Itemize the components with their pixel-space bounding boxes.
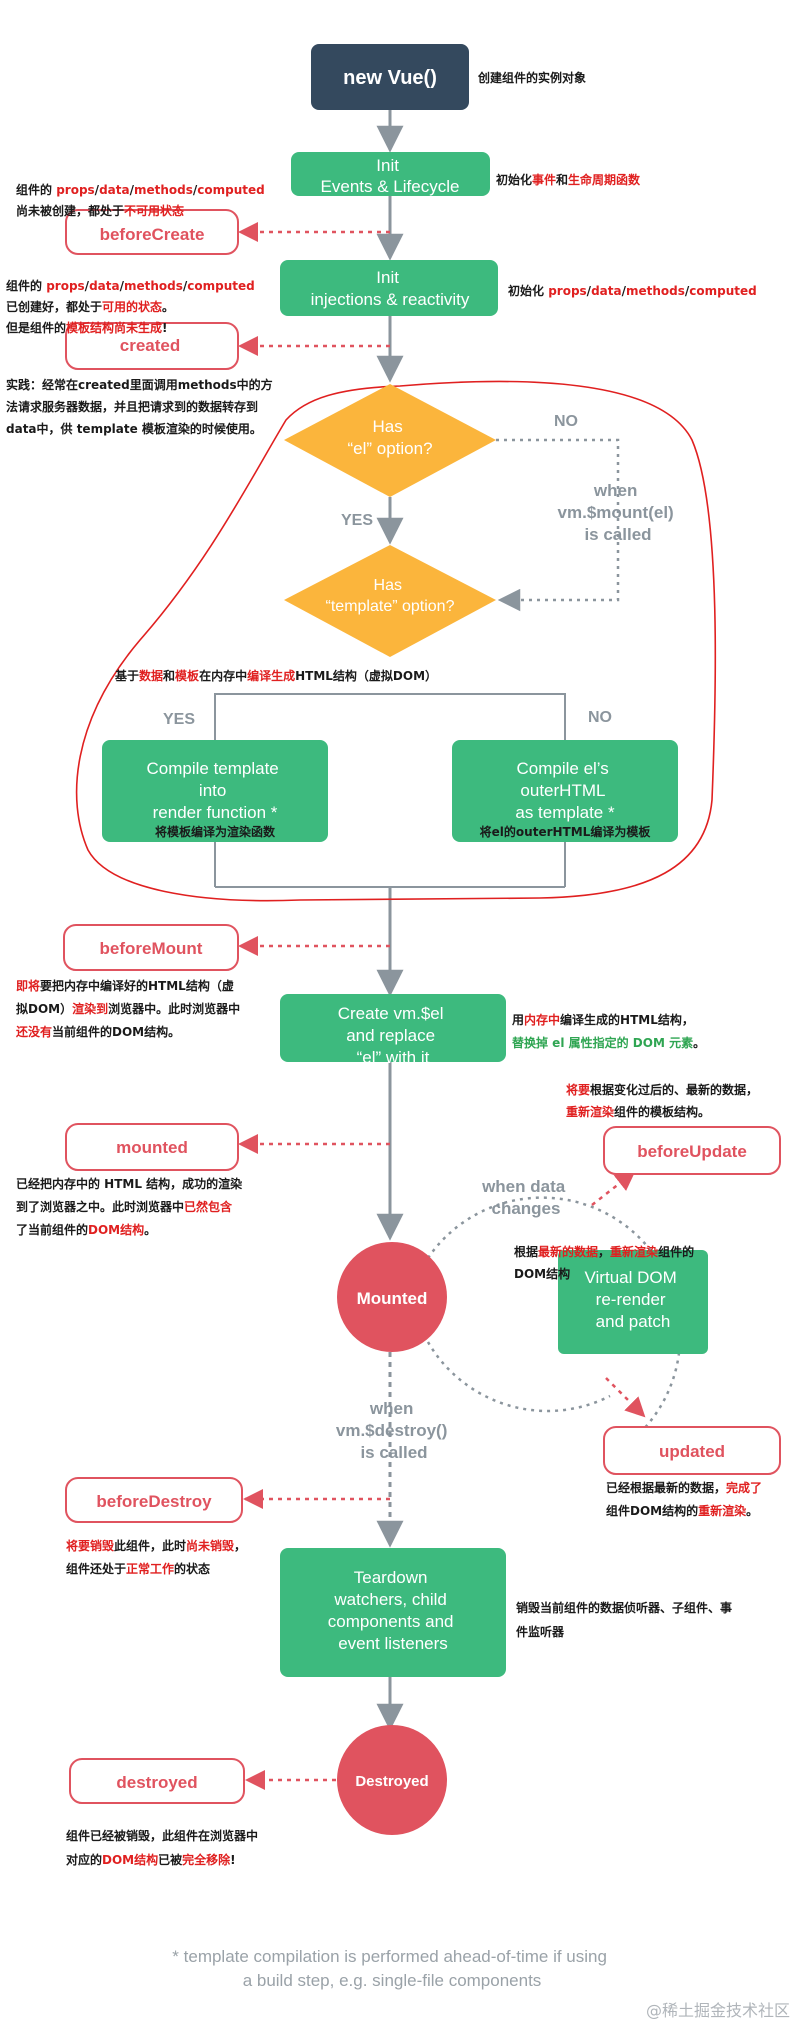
line-template-branches xyxy=(214,693,566,740)
vdom-node: Virtual DOM re-render and patch xyxy=(558,1250,708,1354)
annot-init-injections: 初始化 props/data/methods/computed xyxy=(508,283,757,298)
annot-teardown: 销毁当前组件的数据侦听器、子组件、事件监听器 xyxy=(516,1600,732,1639)
mounted-state-label: Mounted xyxy=(357,1289,428,1308)
hook-beforeupdate: beforeUpdate xyxy=(603,1126,781,1175)
hook-mounted: mounted xyxy=(65,1123,239,1171)
hook-destroyed: destroyed xyxy=(69,1758,245,1804)
has-template-label: Has “template” option? xyxy=(326,577,455,615)
label-when-mount: when vm.$mount(el) is called xyxy=(558,481,679,544)
has-el-decision: Has “el” option? xyxy=(284,384,496,497)
svg-text:beforeUpdate: beforeUpdate xyxy=(637,1142,747,1161)
compile-template-label: Compile template into render function * xyxy=(146,759,283,822)
svg-text:mounted: mounted xyxy=(116,1138,188,1157)
flow-lines xyxy=(214,110,566,1731)
label-no-1: NO xyxy=(554,413,578,430)
destroyed-state-label: Destroyed xyxy=(355,1773,428,1790)
vdom-label: Virtual DOM re-render and patch xyxy=(585,1268,682,1331)
compile-el-node: Compile el’s outerHTML as template * 将el… xyxy=(452,740,678,842)
update-loop-arc xyxy=(426,1196,682,1443)
svg-text:beforeCreate: beforeCreate xyxy=(100,225,205,244)
svg-text:beforeMount: beforeMount xyxy=(100,939,203,958)
svg-text:created: created xyxy=(120,336,180,355)
svg-text:beforeDestroy: beforeDestroy xyxy=(96,1492,212,1511)
hook-updated: updated xyxy=(603,1426,781,1475)
compile-section-outline xyxy=(75,380,717,902)
svg-text:destroyed: destroyed xyxy=(116,1773,197,1792)
hook-arrows xyxy=(238,222,646,1790)
arrow-updated xyxy=(605,1377,646,1418)
destroyed-state: Destroyed xyxy=(337,1725,447,1835)
new-vue-label: new Vue() xyxy=(343,67,437,89)
init-injections-label: Init injections & reactivity xyxy=(311,268,470,309)
flow-labels: NO when vm.$mount(el) is called YES YES … xyxy=(163,413,679,1462)
compile-el-label: Compile el’s outerHTML as template * xyxy=(515,759,615,822)
init-events-node: Init Events & Lifecycle xyxy=(291,152,490,196)
mounted-state: Mounted xyxy=(337,1242,447,1352)
compile-template-note: 将模板编译为渲染函数 xyxy=(155,824,276,839)
create-el-label: Create vm.$el and replace “el” with it xyxy=(338,1004,449,1067)
line-no-el-path xyxy=(496,438,620,612)
arrow-beforeupdate xyxy=(591,1170,636,1206)
annot-before-destroy: 将要销毁此组件，此时尚未销毁，组件还处于正常工作的状态 xyxy=(66,1538,246,1576)
label-no-2: NO xyxy=(588,709,612,726)
annot-init-events: 初始化事件和生命周期函数 xyxy=(496,172,641,187)
init-events-label: Init Events & Lifecycle xyxy=(321,156,460,196)
hook-beforecreate: beforeCreate xyxy=(65,209,239,255)
has-el-label: Has “el” option? xyxy=(347,417,432,458)
annot-create-el: 用内存中编译生成的HTML结构，替换掉 el 属性指定的 DOM 元素。 xyxy=(511,1012,705,1050)
annot-before-update: 将要根据变化过后的、最新的数据，重新渲染组件的模板结构。 xyxy=(566,1082,758,1119)
annot-before-mount: 即将要把内存中编译好的HTML结构（虚拟DOM）渲染到浏览器中。此时浏览器中还没… xyxy=(15,978,240,1039)
label-yes-1: YES xyxy=(341,512,373,529)
dotted-gray-paths xyxy=(426,438,682,1443)
hook-created: created xyxy=(65,322,239,370)
hook-beforemount: beforeMount xyxy=(63,924,239,971)
annot-destroyed: 组件已经被销毁，此组件在浏览器中对应的DOM结构已被完全移除! xyxy=(66,1828,258,1867)
new-vue-node: new Vue() xyxy=(311,44,469,110)
annot-compile-desc: 基于数据和模板在内存中编译生成HTML结构（虚拟DOM） xyxy=(114,668,437,683)
teardown-node: Teardown watchers, child components and … xyxy=(280,1548,506,1677)
watermark: @稀土掘金技术社区 xyxy=(646,2001,790,2020)
label-when-data: when data changes xyxy=(481,1177,570,1218)
init-injections-node: Init injections & reactivity xyxy=(280,260,498,316)
create-el-node: Create vm.$el and replace “el” with it xyxy=(280,994,506,1067)
hook-beforedestroy: beforeDestroy xyxy=(65,1477,243,1523)
update-loop-arc-left xyxy=(426,1341,611,1413)
label-when-destroy: when vm.$destroy() is called xyxy=(336,1399,452,1462)
annot-updated: 已经根据最新的数据，完成了组件DOM结构的重新渲染。 xyxy=(606,1480,762,1518)
compile-el-note: 将el的outerHTML编译为模板 xyxy=(480,824,652,839)
svg-text:updated: updated xyxy=(659,1442,725,1461)
teardown-label: Teardown watchers, child components and … xyxy=(328,1568,458,1653)
compile-template-node: Compile template into render function * … xyxy=(102,740,328,842)
label-yes-2: YES xyxy=(163,711,195,728)
annot-new-vue: 创建组件的实例对象 xyxy=(477,70,586,85)
footer-note: * template compilation is performed ahea… xyxy=(172,1947,611,1990)
annot-practice: 实践：经常在created里面调用methods中的方法请求服务器数据，并且把请… xyxy=(6,377,273,436)
has-template-decision: Has “template” option? xyxy=(284,545,496,657)
annot-mounted: 已经把内存中的 HTML 结构，成功的渲染到了浏览器之中。此时浏览器中已然包含了… xyxy=(16,1176,243,1237)
